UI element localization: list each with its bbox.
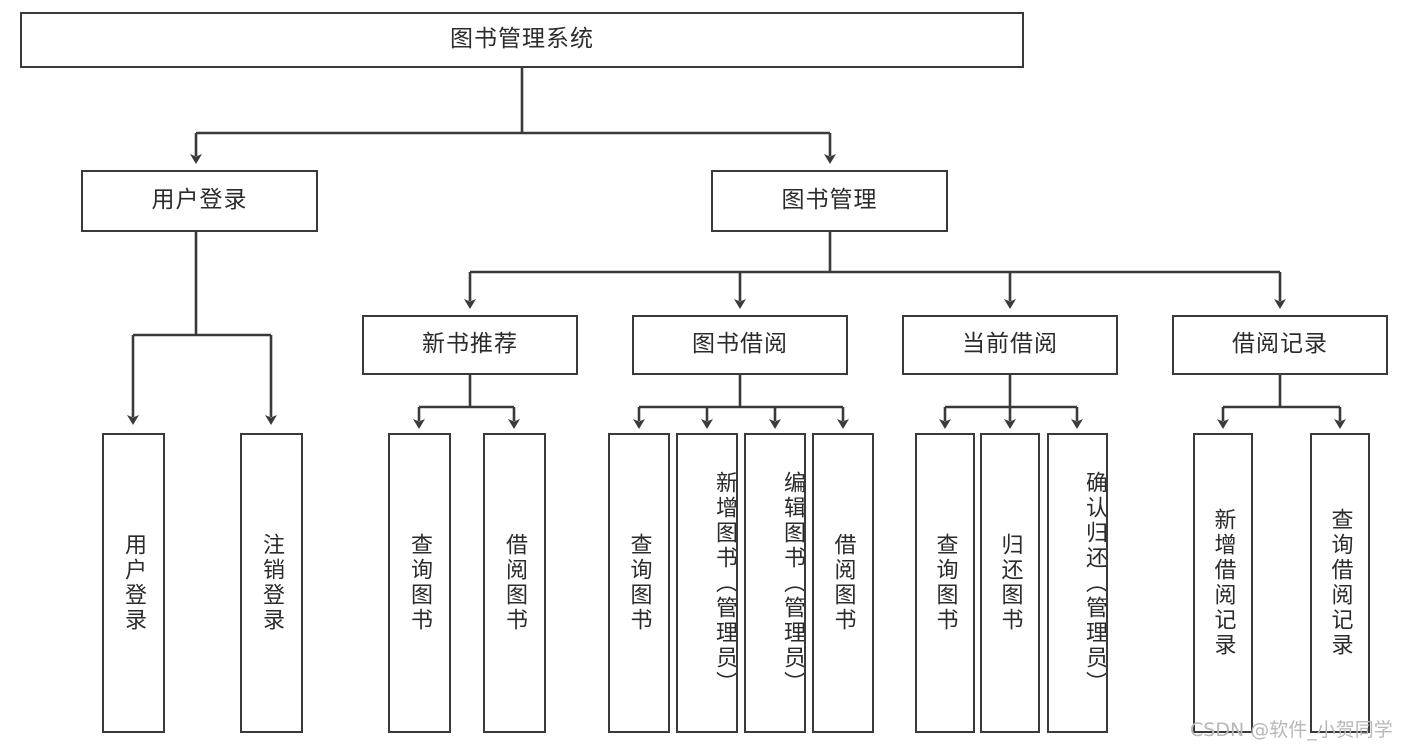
leaf-query-borrow-record[interactable]: 查询借阅记录 — [1310, 433, 1370, 733]
leaf-confirm-return-admin-label: 确认归还（管理员） — [1082, 470, 1107, 696]
leaf-add-borrow-record-label: 新增借阅记录 — [1210, 508, 1236, 658]
leaf-borrow-book-borrow-label: 借阅图书 — [830, 533, 856, 633]
node-book-management-label: 图书管理 — [781, 187, 878, 214]
leaf-add-book-admin-label: 新增图书（管理员） — [712, 470, 737, 696]
leaf-logout[interactable]: 注销登录 — [240, 433, 303, 733]
node-new-book-recommend-label: 新书推荐 — [422, 331, 518, 358]
node-borrow-record-label: 借阅记录 — [1232, 331, 1328, 358]
leaf-return-book-label: 归还图书 — [997, 533, 1023, 633]
leaf-query-book-borrow[interactable]: 查询图书 — [608, 433, 670, 733]
node-root-label: 图书管理系统 — [450, 26, 594, 53]
leaf-borrow-book-newbook[interactable]: 借阅图书 — [483, 433, 546, 733]
node-current-borrow-label: 当前借阅 — [962, 331, 1058, 358]
leaf-user-login-label: 用户登录 — [121, 533, 147, 633]
node-new-book-recommend[interactable]: 新书推荐 — [362, 315, 578, 375]
leaf-return-book[interactable]: 归还图书 — [980, 433, 1040, 733]
watermark: CSDN @软件_小贺同学 — [1190, 719, 1393, 741]
leaf-user-login[interactable]: 用户登录 — [102, 433, 165, 733]
node-root[interactable]: 图书管理系统 — [20, 12, 1024, 68]
leaf-query-book-current-label: 查询图书 — [932, 533, 958, 633]
node-user-login[interactable]: 用户登录 — [81, 170, 318, 232]
leaf-borrow-book-borrow[interactable]: 借阅图书 — [812, 433, 874, 733]
leaf-query-book-borrow-label: 查询图书 — [626, 533, 652, 633]
leaf-borrow-book-newbook-label: 借阅图书 — [502, 533, 528, 633]
node-current-borrow[interactable]: 当前借阅 — [902, 315, 1118, 375]
node-book-borrow[interactable]: 图书借阅 — [632, 315, 848, 375]
leaf-query-book-newbook-label: 查询图书 — [407, 533, 433, 633]
node-book-management[interactable]: 图书管理 — [711, 170, 948, 232]
leaf-query-borrow-record-label: 查询借阅记录 — [1327, 508, 1353, 658]
leaf-edit-book-admin-label: 编辑图书（管理员） — [780, 470, 805, 696]
leaf-logout-label: 注销登录 — [259, 533, 285, 633]
node-user-login-label: 用户登录 — [151, 187, 248, 214]
leaf-confirm-return-admin[interactable]: 确认归还（管理员） — [1047, 433, 1108, 733]
node-borrow-record[interactable]: 借阅记录 — [1172, 315, 1388, 375]
leaf-add-book-admin[interactable]: 新增图书（管理员） — [676, 433, 738, 733]
leaf-query-book-newbook[interactable]: 查询图书 — [388, 433, 451, 733]
node-book-borrow-label: 图书借阅 — [692, 331, 788, 358]
leaf-edit-book-admin[interactable]: 编辑图书（管理员） — [744, 433, 806, 733]
leaf-query-book-current[interactable]: 查询图书 — [915, 433, 975, 733]
leaf-add-borrow-record[interactable]: 新增借阅记录 — [1193, 433, 1253, 733]
